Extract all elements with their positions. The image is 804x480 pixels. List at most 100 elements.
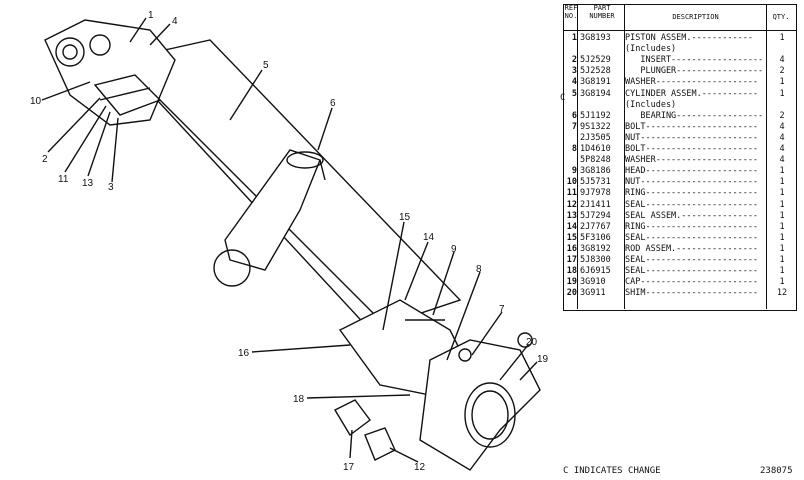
qty-cell: 1: [779, 177, 785, 188]
qty-cell: 4: [779, 132, 785, 143]
callout-15: 15: [399, 212, 411, 223]
part-number-cell: 3G911: [580, 288, 606, 299]
callout-16: 16: [238, 348, 250, 359]
ref-cell: 7: [571, 121, 577, 132]
part-number-cell: 2J1411: [580, 199, 611, 210]
part-number-cell: 3G8194: [580, 88, 611, 99]
part-number-cell: 6J6915: [580, 266, 611, 277]
part-number-cell: 3G8192: [580, 243, 611, 254]
ref-cell: 14: [566, 221, 577, 232]
part-number-cell: 2J7767: [580, 221, 611, 232]
qty-cell: 1: [779, 188, 785, 199]
callout-18: 18: [293, 394, 305, 405]
description-cell: RING----------------------: [625, 221, 759, 232]
ref-cell: 15: [566, 232, 577, 243]
part-number-cell: 5P8248: [580, 155, 611, 166]
description-cell: PLUNGER-----------------: [625, 66, 764, 77]
ref-cell: 17: [566, 255, 577, 265]
qty-cell: 4: [779, 55, 785, 66]
ref-cell: 3: [571, 66, 577, 77]
qty-cell: 4: [779, 121, 785, 132]
ref-cell: 18: [566, 266, 577, 277]
description-cell: SEAL----------------------: [625, 199, 759, 210]
description-cell: SHIM----------------------: [625, 288, 759, 299]
part-number-cell: 9J7978: [580, 188, 611, 199]
part-number-cell: 1D4610: [580, 144, 611, 154]
ref-cell: 16: [566, 243, 577, 254]
description-cell: (Includes): [625, 44, 677, 55]
part-number-cell: 5J7294: [580, 210, 611, 221]
callout-14: 14: [423, 232, 435, 243]
qty-cell: 1: [779, 255, 785, 265]
qty-cell: 12: [776, 288, 788, 299]
table-row: (Includes): [563, 44, 795, 55]
callout-2: 2: [42, 154, 48, 165]
description-cell: (Includes): [625, 99, 677, 110]
callout-11: 11: [58, 174, 69, 185]
ref-cell: 10: [566, 177, 577, 188]
parts-table-frame: [563, 4, 797, 311]
change-indicator: C: [560, 93, 566, 103]
exploded-view-drawing: 1 4 5 10 6 2 11 13 3 15 14 9 8 7 16 18 2…: [30, 10, 549, 473]
ref-cell: 6: [571, 110, 577, 121]
description-cell: BEARING-----------------: [625, 110, 764, 121]
callout-5: 5: [263, 60, 269, 71]
part-number-cell: 3G8193: [580, 33, 611, 43]
callout-7: 7: [499, 304, 505, 315]
qty-cell: 2: [779, 110, 785, 121]
part-number-cell: 5J8300: [580, 255, 611, 265]
callout-1: 1: [148, 10, 154, 21]
callout-12: 12: [414, 462, 426, 473]
qty-cell: 1: [779, 166, 785, 177]
document-code: 238075: [760, 466, 793, 476]
callout-20: 20: [526, 337, 538, 348]
qty-cell: 4: [779, 144, 785, 154]
callout-17: 17: [343, 462, 355, 473]
qty-cell: 1: [779, 77, 785, 88]
qty-cell: 1: [779, 232, 785, 243]
part-number-cell: 5J2528: [580, 66, 611, 77]
qty-cell: 1: [779, 199, 785, 210]
ref-cell: 8: [571, 144, 577, 154]
description-cell: BOLT----------------------: [625, 144, 759, 154]
callout-13: 13: [82, 178, 94, 189]
qty-cell: 2: [779, 66, 785, 77]
description-cell: SEAL----------------------: [625, 232, 759, 243]
ref-cell: 11: [566, 188, 577, 199]
part-number-cell: 5J5731: [580, 177, 611, 188]
part-number-cell: 5J1192: [580, 110, 611, 121]
callout-19: 19: [537, 354, 549, 365]
ref-cell: 2: [571, 55, 577, 66]
ref-cell: 12: [566, 199, 577, 210]
part-number-cell: 5F3106: [580, 232, 611, 243]
callout-4: 4: [172, 16, 178, 27]
table-row: (Includes): [563, 100, 795, 111]
description-cell: RING----------------------: [625, 188, 759, 199]
ref-cell: 19: [566, 277, 577, 288]
ref-cell: 4: [571, 77, 577, 88]
part-number-cell: 2J3505: [580, 132, 611, 143]
callout-3: 3: [108, 182, 114, 193]
callout-8: 8: [476, 264, 482, 275]
qty-cell: 1: [779, 266, 785, 277]
part-number-cell: 9S1322: [580, 121, 611, 132]
qty-cell: 1: [779, 210, 785, 221]
ref-cell: 1: [571, 33, 577, 43]
qty-cell: 1: [779, 221, 785, 232]
part-number-cell: 3G8191: [580, 77, 611, 88]
